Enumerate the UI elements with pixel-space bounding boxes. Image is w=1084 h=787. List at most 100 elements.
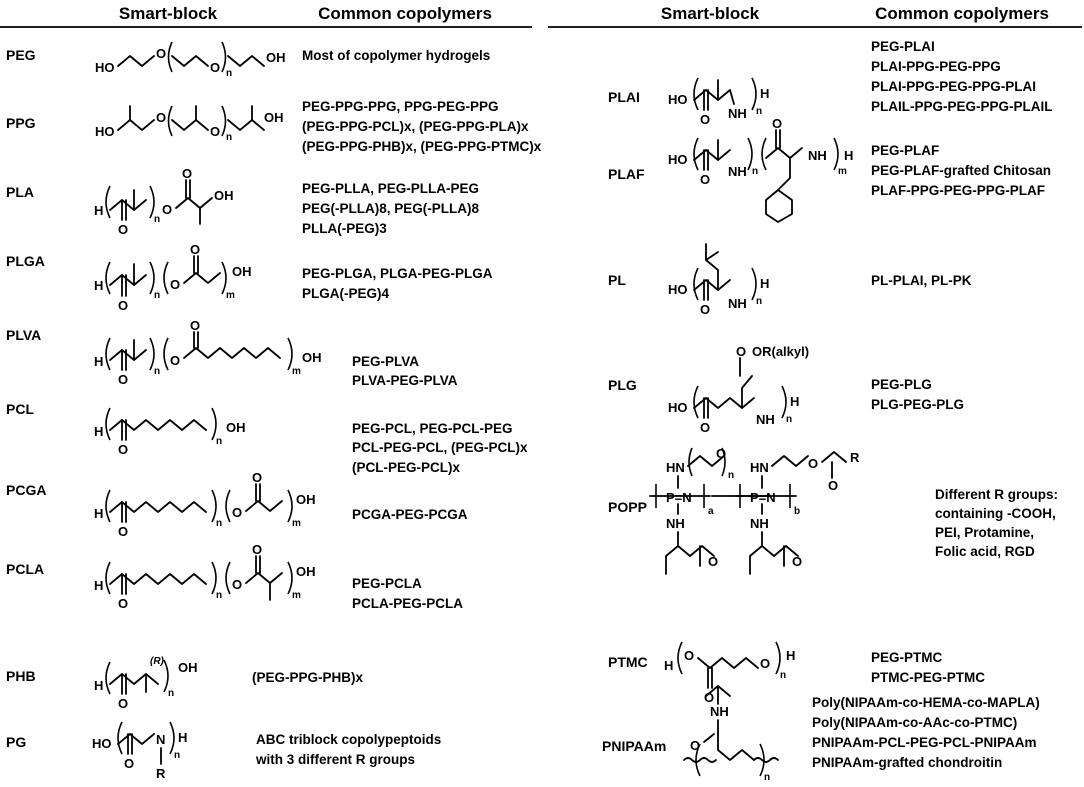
right-common-copolymers-header: Common copolymers [875, 4, 1049, 23]
copolymer-pnipaam-1: Poly(NIPAAm-co-AAc-co-PTMC) [812, 715, 1017, 730]
atom-o: O [772, 116, 782, 131]
atom-nh: NH [750, 516, 769, 531]
atom-o: O [690, 738, 700, 753]
copolymer-plaf-2: PLAF-PPG-PEG-PPG-PLAF [871, 183, 1045, 198]
copolymer-popp-0: Different R groups: [935, 487, 1058, 502]
copolymer-ppg-1: (PEG-PPG-PCL)x, (PEG-PPG-PLA)x [302, 119, 529, 134]
copolymer-plai-3: PLAIL-PPG-PEG-PPG-PLAIL [871, 99, 1053, 114]
abbr-phb: PHB [6, 668, 36, 684]
copolymer-ptmc-1: PTMC-PEG-PTMC [871, 670, 985, 685]
copolymer-pcl-0: PEG-PCL, PEG-PCL-PEG [352, 421, 513, 436]
atom-o: O [118, 696, 128, 711]
subscript-n: n [216, 590, 222, 601]
atom-h: H [94, 203, 103, 218]
atom-o: O [684, 648, 694, 663]
atom-hn: HN [666, 460, 685, 475]
atom-hn: HN [750, 460, 769, 475]
atom-o: O [118, 372, 128, 387]
atom-r: R [850, 450, 860, 465]
structure-pl: HO O NH n H [668, 243, 769, 317]
atom-o: O [760, 656, 770, 671]
abbr-plg: PLG [608, 377, 637, 393]
chiral-label: (R) [150, 656, 165, 667]
abbr-pl: PL [608, 272, 626, 288]
right-smart-block-header: Smart-block [661, 4, 760, 23]
atom-nh: NH [666, 516, 685, 531]
structure-peg: HO O O n OH [95, 41, 286, 79]
copolymer-phb-0: (PEG-PPG-PHB)x [252, 670, 364, 685]
structure-pla: H O n O O OH [94, 166, 234, 237]
abbr-pcl: PCL [6, 401, 34, 417]
abbr-ptmc: PTMC [608, 654, 648, 670]
structure-pnipaam: NH O n [683, 685, 779, 783]
atom-h: H [94, 678, 103, 693]
abbr-plai: PLAI [608, 89, 640, 105]
copolymer-plga-0: PEG-PLGA, PLGA-PEG-PLGA [302, 266, 493, 281]
copolymer-plva-0: PEG-PLVA [352, 354, 419, 369]
atom-o: O [210, 60, 220, 75]
copolymer-popp-2: PEI, Protamine, [935, 525, 1034, 540]
subscript-b: b [794, 506, 800, 517]
abbr-peg: PEG [6, 47, 36, 63]
atom-o: O [210, 124, 220, 139]
atom-o: O [118, 298, 128, 313]
atom-or-alkyl: OR(alkyl) [752, 344, 809, 359]
copolymer-plaf-1: PEG-PLAF-grafted Chitosan [871, 163, 1051, 178]
abbr-ppg: PPG [6, 115, 36, 131]
atom-h: H [94, 278, 103, 293]
atom-o: O [170, 277, 180, 292]
copolymer-ptmc-0: PEG-PTMC [871, 650, 943, 665]
atom-o: O [182, 166, 192, 181]
atom-h: H [94, 578, 103, 593]
abbr-pnipaam: PNIPAAm [602, 738, 666, 754]
atom-nh: NH [728, 296, 747, 311]
copolymer-pla-2: PLLA(-PEG)3 [302, 221, 387, 236]
abbr-pcla: PCLA [6, 561, 44, 577]
atom-ho: HO [668, 92, 688, 107]
subscript-n: n [216, 518, 222, 529]
atom-o: O [190, 242, 200, 257]
copolymer-ppg-0: PEG-PPG-PPG, PPG-PEG-PPG [302, 99, 499, 114]
copolymer-plai-2: PLAI-PPG-PEG-PPG-PLAI [871, 79, 1036, 94]
copolymer-pcl-2: (PCL-PEG-PCL)x [352, 460, 460, 475]
atom-ho: HO [95, 124, 115, 139]
left-header: Smart-block Common copolymers [0, 4, 532, 28]
atom-ho: HO [95, 60, 115, 75]
abbr-plaf: PLAF [608, 166, 645, 182]
copolymer-pcl-1: PCL-PEG-PCL, (PEG-PCL)x [352, 440, 528, 455]
abbr-plga: PLGA [6, 253, 45, 269]
abbr-pla: PLA [6, 184, 34, 200]
subscript-n: n [764, 772, 770, 782]
subscript-n: n [154, 290, 160, 301]
atom-oh: OH [232, 264, 252, 279]
atom-nh: NH [756, 412, 775, 427]
atom-o: O [118, 524, 128, 539]
left-abbreviations: PEG PPG PLA PLGA PLVA PCL PCGA PCLA PHB … [6, 47, 46, 750]
structure-plg: HO O O OR(alkyl) NH n H [668, 344, 809, 435]
subscript-n: n [780, 670, 786, 681]
copolymer-plai-1: PLAI-PPG-PEG-PPG [871, 59, 1001, 74]
atom-o: O [162, 202, 172, 217]
atom-nh: NH [710, 704, 729, 719]
structure-popp: HN O n P=N a NH O HN O O R P=N b NH [649, 446, 860, 575]
atom-o: O [700, 302, 710, 317]
atom-h: H [94, 354, 103, 369]
atom-o: O [156, 110, 166, 125]
atom-h: H [94, 506, 103, 521]
structure-plva: H O n O O m OH [94, 318, 322, 387]
atom-o: O [736, 344, 746, 359]
atom-o: O [156, 46, 166, 61]
atom-ho: HO [668, 400, 688, 415]
copolymer-plai-0: PEG-PLAI [871, 39, 935, 54]
atom-o: O [118, 596, 128, 611]
copolymer-pla-1: PEG(-PLLA)8, PEG(-PLLA)8 [302, 201, 479, 216]
structure-plaf: HO O NH n O NH m H [668, 116, 853, 223]
atom-o: O [716, 446, 726, 461]
subscript-n: n [728, 470, 734, 481]
atom-ho: HO [668, 282, 688, 297]
copolymer-popp-3: Folic acid, RGD [935, 544, 1035, 559]
right-abbreviations: PLAI PLAF PL PLG POPP PTMC PNIPAAm [602, 89, 666, 754]
copolymer-popp-1: containing -COOH, [935, 506, 1056, 521]
